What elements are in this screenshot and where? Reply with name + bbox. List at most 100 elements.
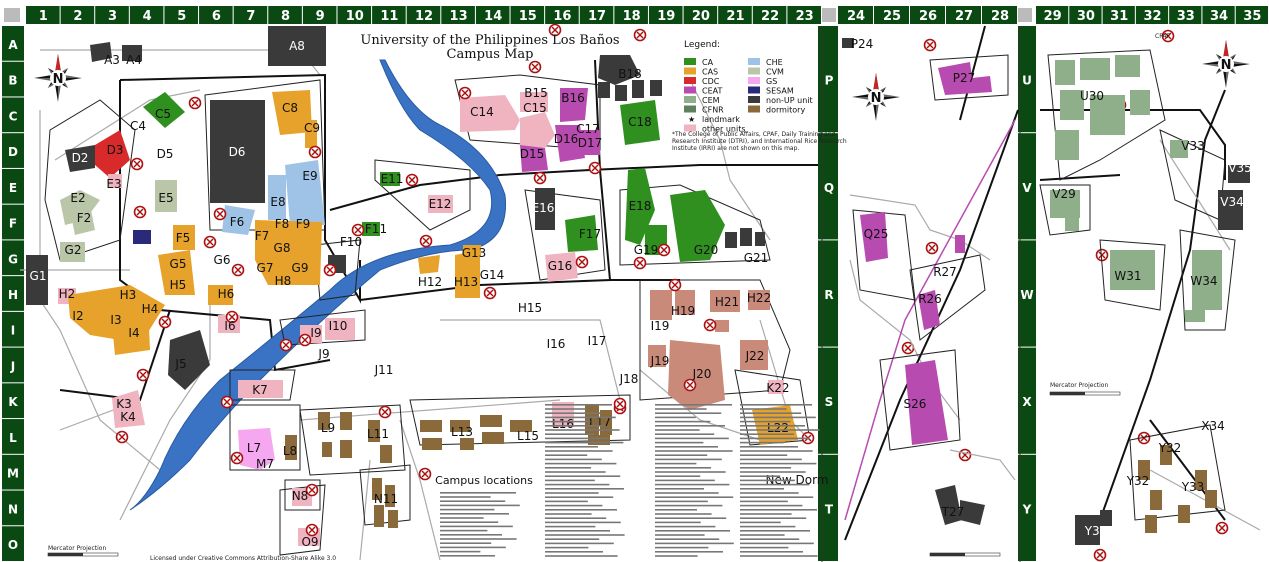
- svg-text:J22: J22: [745, 349, 765, 363]
- legend-item-label: CFNR: [702, 106, 724, 115]
- svg-text:G14: G14: [480, 268, 505, 282]
- legend-swatch: [748, 96, 760, 103]
- svg-text:V29: V29: [1052, 187, 1075, 201]
- location-marker-icon: [130, 157, 144, 171]
- svg-text:N11: N11: [374, 492, 398, 506]
- column-label: 27: [955, 9, 973, 24]
- svg-text:Y33: Y33: [1181, 480, 1205, 494]
- column-label: 3: [108, 9, 117, 24]
- building-g8: [255, 220, 322, 285]
- building-e3: [108, 174, 122, 188]
- location-marker-icon: [378, 405, 392, 419]
- building-g20: [670, 190, 725, 262]
- row-label: Q: [824, 181, 834, 195]
- location-marker-icon: [305, 523, 319, 537]
- column-label: 19: [657, 9, 675, 24]
- svg-text:H6: H6: [218, 287, 235, 301]
- svg-text:C4: C4: [130, 119, 146, 133]
- location-marker-icon: [225, 310, 239, 324]
- building-b18-group: [598, 80, 662, 101]
- svg-text:F2: F2: [77, 211, 92, 225]
- svg-text:E12: E12: [429, 197, 452, 211]
- svg-text:B15: B15: [524, 86, 548, 100]
- location-marker-icon: [958, 448, 972, 462]
- svg-text:H12: H12: [418, 275, 442, 289]
- svg-text:H21: H21: [715, 295, 739, 309]
- svg-text:J9: J9: [317, 347, 329, 361]
- svg-text:D2: D2: [72, 151, 89, 165]
- svg-text:*The College of Public Affairs: *The College of Public Affairs, CPAF, Da…: [672, 131, 836, 138]
- legend-swatch: [684, 124, 696, 132]
- svg-text:G9: G9: [292, 261, 309, 275]
- row-label: X: [1022, 395, 1032, 409]
- compass-letter: N: [53, 72, 64, 87]
- svg-text:L9: L9: [321, 421, 335, 435]
- compass-letter: N: [871, 91, 882, 106]
- svg-text:H15: H15: [518, 301, 542, 315]
- svg-text:H4: H4: [142, 302, 159, 316]
- row-label: Y: [1022, 502, 1032, 516]
- middle-panel-content: P24 P27 Q25 R27 R26 S26 T27: [842, 25, 1019, 557]
- building-e12: [428, 195, 453, 213]
- column-label: 18: [623, 9, 641, 24]
- row-label: A: [8, 38, 18, 52]
- location-marker-icon: [613, 397, 627, 411]
- svg-text:U30: U30: [1080, 89, 1104, 103]
- svg-text:V35: V35: [1228, 161, 1251, 175]
- svg-text:K7: K7: [252, 383, 268, 397]
- row-label: T: [825, 502, 834, 516]
- column-label: 10: [346, 9, 364, 24]
- building-a8: [268, 26, 326, 66]
- column-label: 15: [519, 9, 537, 24]
- column-label: 30: [1077, 9, 1095, 24]
- column-label: 35: [1243, 9, 1261, 24]
- svg-text:G7: G7: [257, 261, 274, 275]
- legend-swatch: [748, 105, 760, 113]
- location-marker-icon: [419, 234, 433, 248]
- location-marker-icon: [230, 451, 244, 465]
- location-marker-icon: [533, 171, 547, 185]
- buildings-main: [26, 26, 798, 546]
- legend-item-label: CEM: [702, 96, 720, 105]
- location-marker-icon: [298, 333, 312, 347]
- building-k7: [238, 380, 283, 398]
- svg-text:L16: L16: [552, 417, 574, 431]
- svg-text:G13: G13: [462, 246, 487, 260]
- building-d6: [210, 100, 265, 203]
- column-label: 33: [1177, 9, 1195, 24]
- legend-swatch: [748, 67, 760, 75]
- svg-text:C5: C5: [155, 107, 171, 121]
- svg-text:C15: C15: [523, 101, 547, 115]
- legend-swatch: [684, 96, 696, 103]
- column-label: 16: [553, 9, 571, 24]
- location-marker-icon: [351, 223, 365, 237]
- legend-item-label: CA: [702, 58, 714, 67]
- svg-text:Q25: Q25: [864, 227, 889, 241]
- campus-locations-title: Campus locations: [435, 474, 533, 487]
- svg-text:E5: E5: [158, 191, 173, 205]
- svg-text:I4: I4: [128, 326, 139, 340]
- building-c9: [305, 120, 317, 148]
- building-j5: [168, 330, 210, 390]
- compass-letter: N: [1221, 58, 1232, 73]
- svg-text:F11: F11: [365, 222, 387, 236]
- legend-item-label: SESAM: [766, 87, 794, 96]
- building-g1: [26, 255, 48, 305]
- svg-text:G19: G19: [634, 243, 659, 257]
- svg-text:E16: E16: [532, 201, 555, 215]
- location-marker-icon: [683, 378, 697, 392]
- location-marker-icon: [203, 235, 217, 249]
- building-f11: [362, 222, 380, 236]
- building-d15: [520, 145, 548, 172]
- svg-text:Institute (IRRI) are not shown: Institute (IRRI) are not shown on this m…: [672, 145, 799, 152]
- map-labels-main: University of the Philippines Los Baños …: [30, 33, 829, 549]
- column-label: 8: [281, 9, 290, 24]
- legend: Legend: CACASCDCCEATCEMCFNR★landmarkothe…: [672, 40, 847, 152]
- svg-text:G6: G6: [214, 253, 231, 267]
- svg-text:I19: I19: [651, 319, 670, 333]
- right-panel-content: U30 V33 V29 V35 V34 W31 W34 X34 Y32 Y32 …: [1039, 33, 1261, 545]
- building-a3: [90, 42, 112, 62]
- building-c18: [620, 100, 660, 145]
- svg-text:E9: E9: [302, 169, 317, 183]
- row-label: V: [1022, 181, 1032, 195]
